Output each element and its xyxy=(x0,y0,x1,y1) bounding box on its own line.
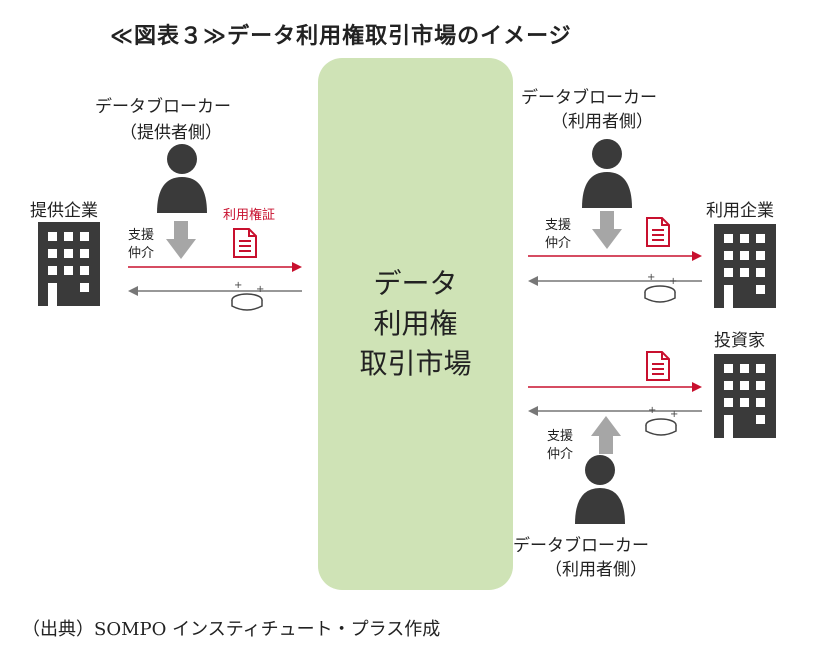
svg-text:+: + xyxy=(647,272,655,283)
market-label: データ 利用権 取引市場 xyxy=(359,267,472,380)
svg-text:+: + xyxy=(256,284,264,295)
svg-text:+: + xyxy=(669,276,677,287)
rbot-broker-title: データブローカー xyxy=(513,536,649,556)
coin-icon: ++ xyxy=(645,405,678,436)
document-icon xyxy=(646,351,670,381)
rtop-mediate-label: 仲介 xyxy=(545,236,572,251)
down-arrow-icon xyxy=(166,221,196,259)
coin-icon: ++ xyxy=(644,272,677,303)
document-icon xyxy=(233,228,257,258)
money-arrow xyxy=(528,276,702,286)
svg-text:+: + xyxy=(648,405,656,416)
rbot-mediate-label: 仲介 xyxy=(547,447,574,462)
left-company-label: 提供企業 xyxy=(30,201,98,221)
left-support-label: 支援 xyxy=(128,228,155,243)
person-icon xyxy=(582,139,632,208)
rbot-broker-role: （利用者側） xyxy=(545,560,647,580)
person-icon xyxy=(575,455,625,524)
data-market-box: データ 利用権 取引市場 xyxy=(318,58,513,590)
svg-text:+: + xyxy=(234,280,242,291)
person-icon xyxy=(157,144,207,213)
rtop-company-label: 利用企業 xyxy=(706,201,774,221)
money-arrow xyxy=(128,286,302,296)
left-broker-role: （提供者側） xyxy=(120,123,222,143)
left-mediate-label: 仲介 xyxy=(128,246,155,261)
building-icon xyxy=(714,354,776,438)
rights-arrow xyxy=(528,251,702,261)
svg-text:+: + xyxy=(670,409,678,420)
left-broker-title: データブローカー xyxy=(95,97,231,117)
diagram-title: ≪図表３≫データ利用権取引市場のイメージ xyxy=(110,24,572,49)
coin-icon: ++ xyxy=(231,280,264,311)
rights-arrow xyxy=(528,382,702,392)
document-icon xyxy=(646,217,670,247)
left-rights-label: 利用権証 xyxy=(223,208,276,223)
rtop-broker-role: （利用者側） xyxy=(551,112,653,132)
investor-label: 投資家 xyxy=(714,331,765,351)
rtop-support-label: 支援 xyxy=(545,218,572,233)
up-arrow-icon xyxy=(591,416,621,454)
rtop-broker-title: データブローカー xyxy=(521,88,657,108)
down-arrow-icon xyxy=(592,211,622,249)
rbot-support-label: 支援 xyxy=(547,429,574,444)
building-icon xyxy=(38,222,100,306)
building-icon xyxy=(714,224,776,308)
money-arrow xyxy=(528,406,702,416)
rights-arrow xyxy=(128,262,302,272)
source-note: （出典）SOMPO インスティチュート・プラス作成 xyxy=(22,619,441,640)
